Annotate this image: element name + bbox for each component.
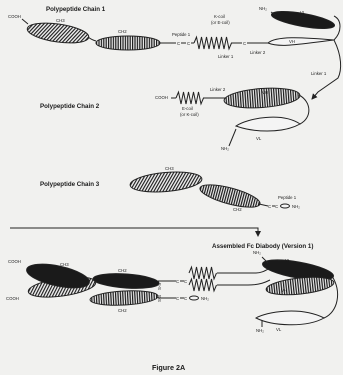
chain1-linker1-label: Linker 1 [218,54,234,59]
assembled-vh-mid-domain [265,274,334,297]
chain2-e-coil [176,92,204,104]
chain1-title: Polypeptide Chain 1 [46,6,106,13]
assembled-nh2-chain3-label: NH₂ [201,296,209,301]
chain1-ch3-label: CH3 [56,18,65,23]
chain1-coil-label: K-coil [214,14,225,19]
assembled-ch2-bottom-label: CH2 [118,308,127,313]
assembled-linker-mid [217,280,270,285]
chain2-linker2-label: Linker 2 [210,87,226,92]
chain3-ch2-label: CH2 [233,207,242,212]
chain2-cooh-label: COOH [155,95,168,100]
chain3-peptide-bead [281,204,290,208]
figure-caption: Figure 2A [152,363,185,372]
assembled-k-coil [189,279,217,291]
linker1-arrow [312,40,341,99]
chain1-vh-domain [268,38,334,46]
assembled-vh-mid-label: VH [281,288,287,293]
chain3-c1-label: C [268,204,271,209]
assembled-c4-label: C [184,296,187,301]
assembled-vl-bottom-domain [256,311,324,325]
assembled-cooh-top-label: COOH [8,259,21,264]
assembled-nh2-bottom-label: NH₂ [256,328,264,333]
assembled-c2-label: C [184,279,187,284]
chain2-vl-domain [236,117,300,131]
chain2-vh-label: VH [262,90,268,95]
chain1-group: Polypeptide Chain 1 COOH CH3 CH2 Peptide… [8,6,340,59]
assembled-cooh-bottom-label: COOH [6,296,19,301]
chain3-title: Polypeptide Chain 3 [40,181,100,188]
chain1-peptide-label: Peptide 1 [172,32,191,37]
chain1-c2-label: C [187,41,190,46]
chain3-nh2-label: NH₂ [292,204,300,209]
assembled-c3-label: C [176,296,179,301]
chain3-ch2-domain [198,180,262,212]
chain1-linker2-label: Linker 2 [250,50,266,55]
chain1-ch2-domain [96,36,160,50]
chain3-group: Polypeptide Chain 3 CH3 CH2 C C Peptide … [40,166,300,212]
chain2-vl-label: VL [256,136,262,141]
assembled-ch2-top-domain [93,272,160,291]
chain1-c3-label: C [243,41,246,46]
assembled-vl-top-label: VL [285,258,291,263]
chain2-nh2-line [229,129,236,146]
chain1-vl-label: VL [300,10,306,15]
chain2-coil-alt-label: (or K-coil) [180,112,199,117]
chain3-ch3-domain [129,169,202,194]
chain3-c2-label: C [275,204,278,209]
assembled-linker-top [217,268,270,273]
chain2-hinge [299,95,309,124]
assembled-nh2-top-label: NH₂ [253,250,261,255]
linker1-arrow-label: Linker 1 [311,71,327,76]
chain2-group: Polypeptide Chain 2 COOH E-coil (or K-co… [40,86,309,151]
chain1-ch3-domain [26,20,90,46]
chain1-hinge [334,16,340,40]
separator-line [10,228,258,236]
assembled-ch3-label: CH3 [60,262,69,267]
chain1-k-coil [194,37,232,49]
assembled-peptide-bead [190,296,199,300]
assembled-ch2-bottom-domain [90,289,159,307]
chain1-ch2-label: CH2 [118,29,127,34]
chain1-ch3-ch2-link [88,37,96,41]
chain3-ch3-label: CH3 [165,166,174,171]
chain1-coil-alt-label: (or E-coil) [211,20,230,25]
linker1-arrow-group: Linker 1 [311,40,341,99]
assembled-group: Assembled Fc Diabody (Version 1) COOH CO… [6,243,338,333]
chain2-nh2-label: NH₂ [221,146,229,151]
assembled-ss-upper-label: S-S [157,283,162,290]
chain1-vh-label: VH [289,39,295,44]
chain1-cooh-label: COOH [8,14,21,19]
chain2-title: Polypeptide Chain 2 [40,103,100,110]
assembled-ch2-top-label: CH2 [118,268,127,273]
chain1-c1-label: C [177,41,180,46]
assembled-e-coil [189,267,217,279]
assembled-title: Assembled Fc Diabody (Version 1) [212,243,313,250]
chain1-nh2-label: NH₂ [259,6,267,11]
chain1-cooh-line [22,19,28,24]
chain3-ch2-c-link [259,204,268,206]
assembled-vl-bottom-label: VL [276,327,282,332]
chain2-coil-label: E-coil [182,106,193,111]
assembled-c1-label: C [176,279,179,284]
chain3-peptide-label: Peptide 1 [278,195,297,200]
